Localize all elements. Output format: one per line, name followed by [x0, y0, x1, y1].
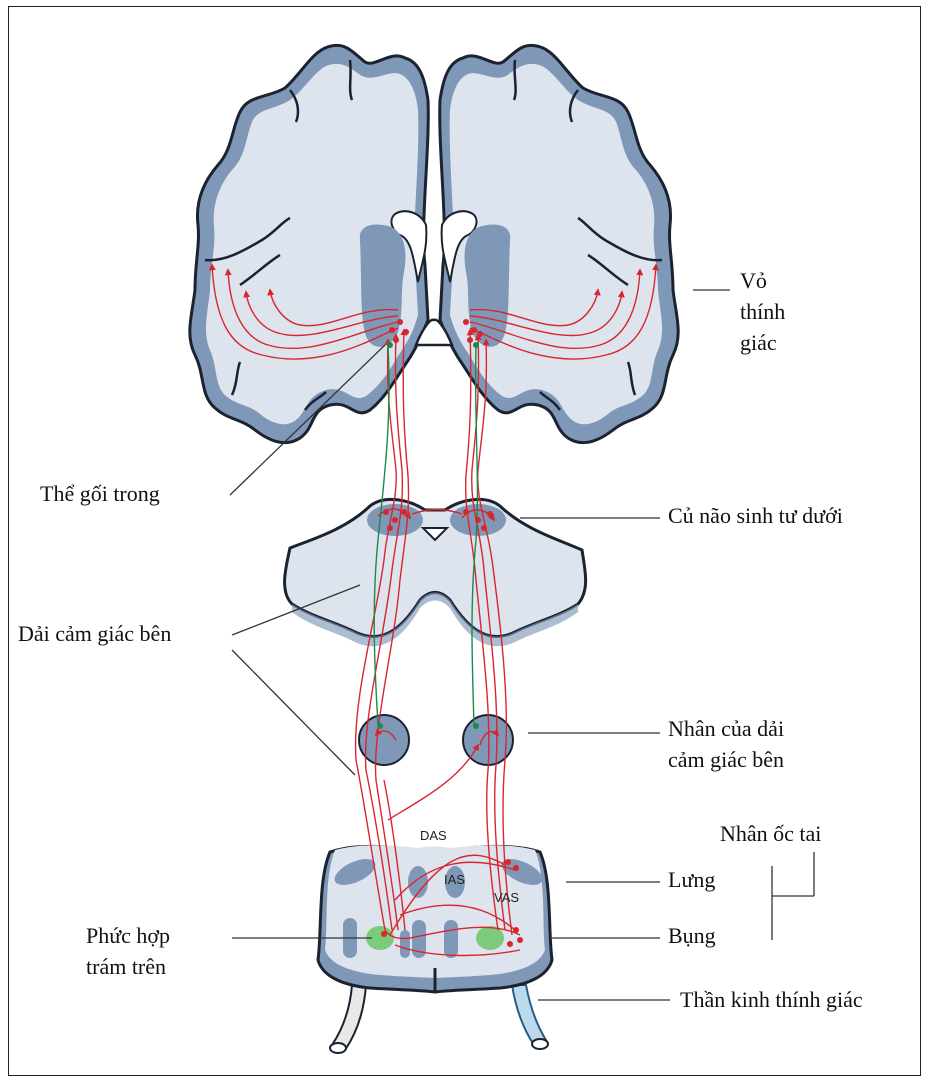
label-das: DAS	[420, 828, 447, 843]
label-vas: VAS	[494, 890, 519, 905]
left-thalamus	[360, 225, 406, 347]
label-auditory-nerve: Thần kinh thính giác	[680, 984, 863, 1015]
left-auditory-nerve	[332, 985, 366, 1050]
label-cochlear-nucleus: Nhân ốc tai	[720, 818, 821, 849]
label-ventral: Bụng	[668, 920, 716, 951]
cerebrum-section	[190, 45, 678, 442]
label-superior-olivary-complex: Phức hợp trám trên	[86, 920, 170, 982]
label-ias: IAS	[444, 872, 465, 887]
label-auditory-cortex: Vỏ thính giác	[740, 265, 785, 358]
label-lateral-lemniscus: Dải cảm giác bên	[18, 618, 171, 649]
midbrain-section	[285, 499, 586, 646]
label-lateral-lemniscus-nucleus: Nhân của dải cảm giác bên	[668, 713, 784, 775]
label-medial-geniculate: Thể gối trong	[40, 478, 160, 509]
right-auditory-nerve	[512, 985, 546, 1045]
label-inferior-colliculus: Củ não sinh tư dưới	[668, 500, 843, 531]
label-dorsal: Lưng	[668, 864, 715, 895]
